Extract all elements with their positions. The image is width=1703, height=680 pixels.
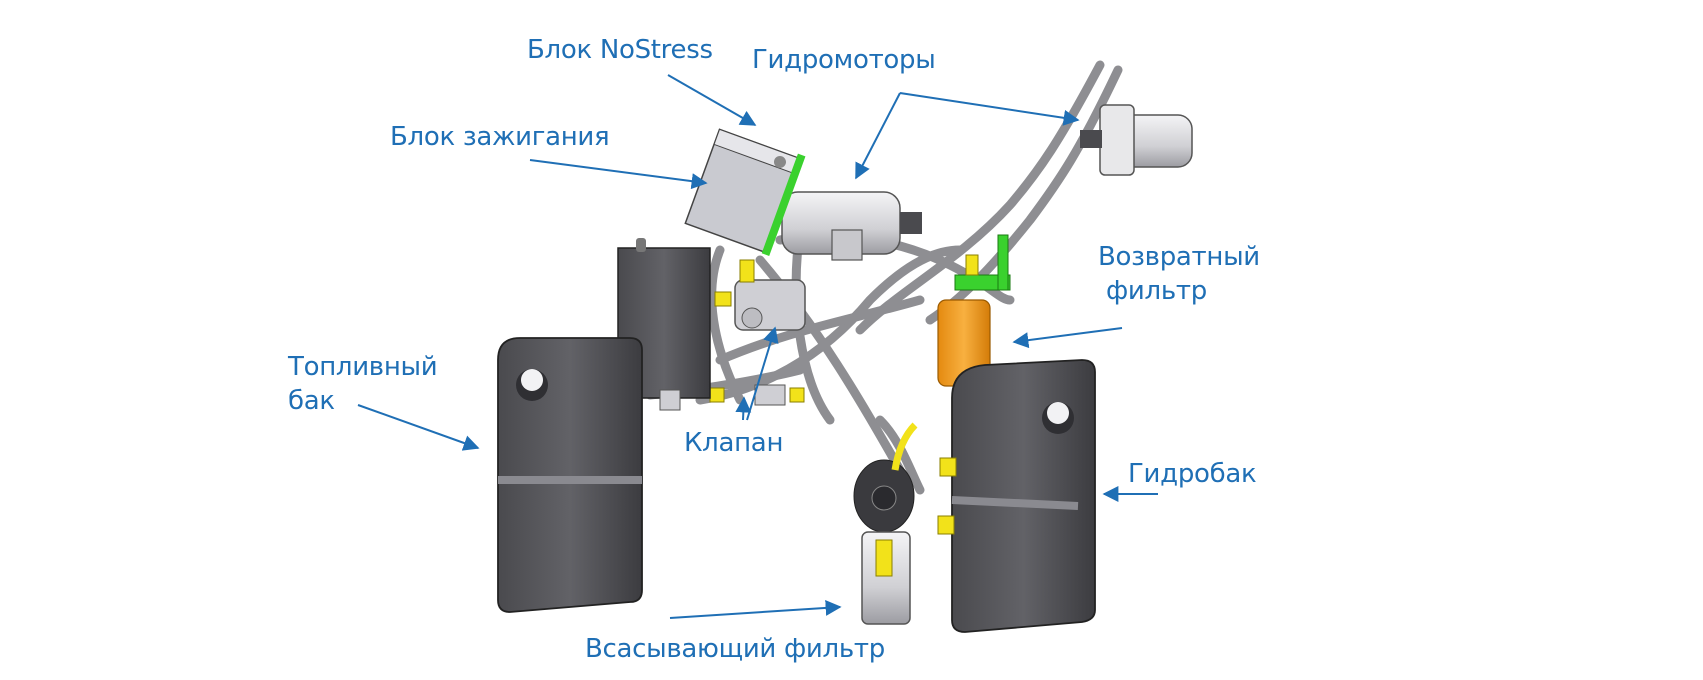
return-filter [937,234,1011,387]
label-nostress-block: Блок NoStress [527,35,713,65]
arrow-nostress [667,74,757,126]
ignition-block [684,128,806,256]
fuel-tank [497,337,643,613]
hydraulic-tank [937,359,1096,633]
arrow-ignition [529,159,708,190]
label-hydraulic-motors: Гидромоторы [752,45,936,75]
arrow-fuel-tank [357,404,480,451]
arrow-valve-2 [735,396,752,421]
arrow-suction-filter [669,599,842,619]
arrow-valve-1 [746,326,779,421]
label-fuel-tank: Топливный бак [288,350,438,418]
label-return-filter-line1: Возвратный [1098,242,1260,272]
callout-arrows [357,74,1158,619]
hydraulic-motor-center [781,191,922,261]
label-return-filter: Возвратный фильтр [1098,240,1260,308]
label-fuel-tank-line1: Топливный [288,352,438,382]
arrow-motor-center [855,92,901,180]
label-valve: Клапан [684,428,784,458]
label-return-filter-line2: фильтр [1106,276,1207,306]
arrow-motor-right [899,92,1080,126]
label-ignition-block: Блок зажигания [390,122,610,152]
label-hydraulic-tank: Гидробак [1128,459,1257,489]
hydraulic-motor-right [1080,104,1193,176]
suction-filter [853,422,918,625]
arrow-return-filter [1012,327,1123,349]
label-suction-filter: Всасывающий фильтр [585,634,885,664]
valve-block [709,259,806,406]
label-fuel-tank-line2: бак [288,386,335,416]
